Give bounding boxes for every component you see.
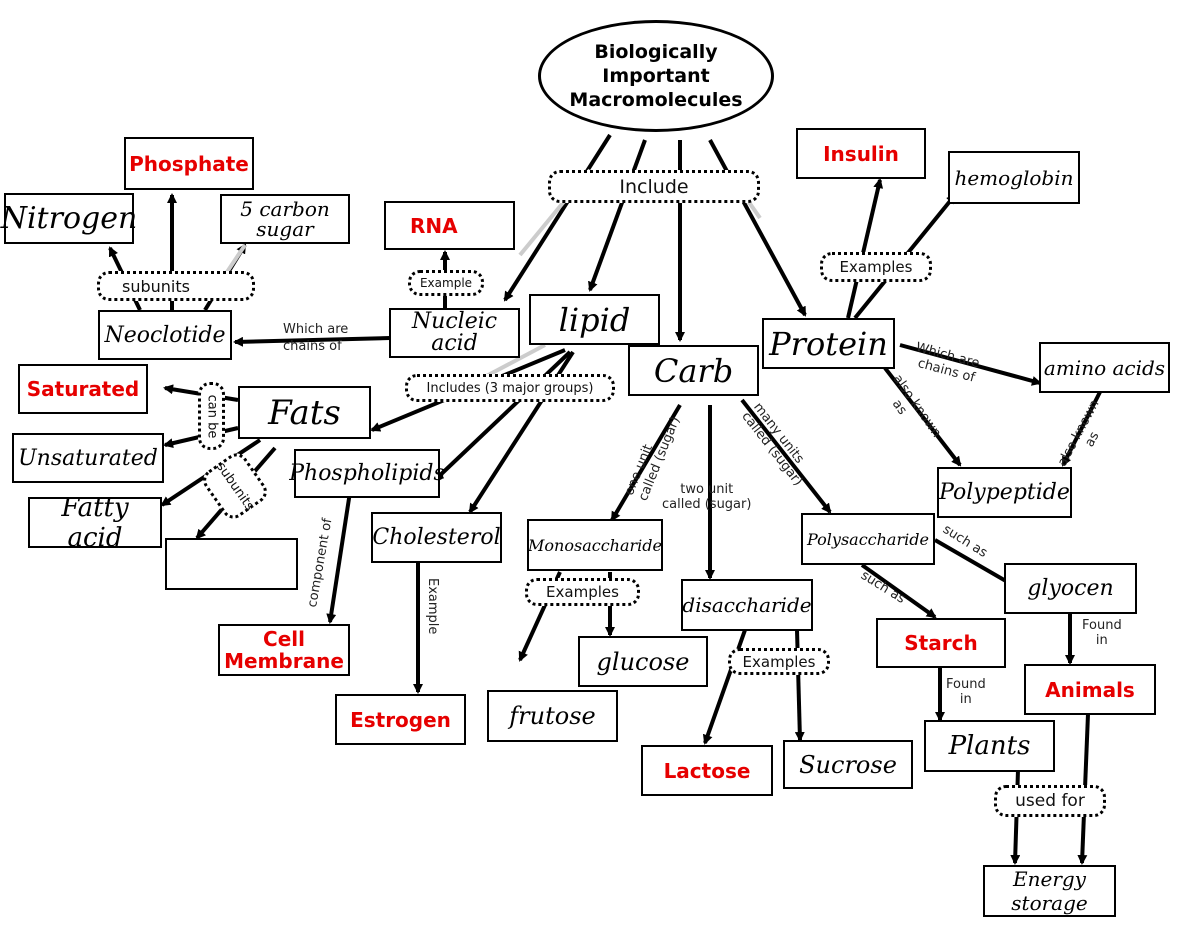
- node-nitrogen: Nitrogen: [1, 193, 137, 244]
- arrow-phospholipids-membrane: [326, 491, 352, 624]
- arrow-nucleic-nucleotide: [233, 336, 391, 347]
- arrow-protein-amino: [899, 343, 1042, 386]
- node-phospholipids: Phospholipids: [289, 449, 445, 498]
- pill-example-rna: Example: [408, 270, 484, 296]
- label-found-in-1-a: Found: [946, 677, 986, 692]
- label-two-unit-b: called (sugar): [662, 497, 752, 512]
- pill-subunits: subunits: [97, 271, 255, 301]
- node-hemoglobin: hemoglobin: [948, 151, 1080, 204]
- node-glucose: glucose: [578, 636, 708, 687]
- node-polypeptide: Polypeptide: [937, 467, 1072, 518]
- node-five-carbon-sugar: 5 carbon sugar: [220, 194, 350, 244]
- node-lactose: Lactose: [641, 745, 773, 796]
- node-insulin: Insulin: [796, 128, 926, 179]
- pill-include: Include: [548, 170, 760, 203]
- node-cell-membrane: Cell Membrane: [218, 624, 350, 676]
- node-nucleic-acid: Nucleic acid: [389, 308, 520, 358]
- arrow-title-nucleic: [503, 133, 612, 302]
- pill-examples-mono: Examples: [525, 578, 640, 606]
- can-be-text: can be: [204, 394, 219, 438]
- node-monosaccharide: Monosaccharide: [527, 519, 663, 571]
- subunits-fats-text: subunits: [213, 459, 257, 513]
- label-found-in-2-b: in: [1095, 633, 1108, 648]
- node-fatty-acid: Fatty acid: [28, 493, 162, 553]
- node-empty: [165, 538, 298, 590]
- label-chains-of-1: chains of: [283, 339, 342, 354]
- arrow-lipid-phospholipids: [433, 350, 572, 482]
- node-rna: RNA: [384, 201, 515, 250]
- pill-used-for: used for: [994, 785, 1106, 817]
- node-disaccharide: disaccharide: [681, 579, 813, 631]
- title-line-1: Biologically: [594, 41, 718, 63]
- node-protein: Protein: [762, 318, 895, 369]
- label-which-are-1: Which are: [283, 322, 349, 337]
- arrow-protein-polypeptide: [883, 366, 962, 467]
- node-starch: Starch: [876, 618, 1006, 668]
- arrow-di-lactose: [702, 629, 747, 745]
- arrow-title-lipid: [588, 139, 647, 292]
- node-plants: Plants: [924, 720, 1055, 772]
- arrow-protein-insulin: [846, 178, 884, 319]
- node-cholesterol: Cholesterol: [371, 512, 502, 563]
- label-two-unit: two unit called (sugar): [662, 482, 751, 512]
- label-example-cholesterol: Example: [425, 578, 440, 635]
- cell-membrane-line2: Membrane: [224, 649, 344, 673]
- arrow-di-sucrose: [794, 629, 805, 742]
- arrow-poly-starch: [860, 563, 937, 619]
- node-nucleotide: Neoclotide: [98, 310, 232, 360]
- pill-examples-protein: Examples: [820, 252, 932, 282]
- node-energy-storage: Energy storage: [983, 865, 1116, 917]
- label-found-in-2-a: Found: [1082, 618, 1122, 633]
- node-estrogen: Estrogen: [335, 694, 466, 745]
- node-amino-acids: amino acids: [1039, 342, 1170, 393]
- node-sucrose: Sucrose: [783, 740, 913, 789]
- arrow-carb-mono: [610, 403, 682, 522]
- pill-can-be: can be: [198, 382, 225, 450]
- label-found-in-1: Found in: [946, 677, 986, 707]
- arrow-carb-poly: [740, 398, 832, 514]
- node-phosphate: Phosphate: [124, 137, 254, 190]
- node-fructose: frutose: [487, 690, 618, 742]
- node-lipid: lipid: [529, 294, 660, 345]
- node-unsaturated: Unsaturated: [12, 433, 164, 483]
- node-polysaccharide: Polysaccharide: [801, 513, 935, 565]
- arrow-title-protein: [708, 139, 807, 317]
- node-carb: Carb: [628, 345, 759, 396]
- label-two-unit-a: two unit: [680, 482, 734, 497]
- title-line-3: Macromolecules: [569, 89, 743, 111]
- label-found-in-1-b: in: [959, 692, 972, 707]
- label-found-in-2: Found in: [1082, 618, 1122, 648]
- title-line-2: Important: [602, 65, 710, 87]
- cell-membrane-line1: Cell: [263, 627, 305, 651]
- pill-examples-di: Examples: [728, 648, 830, 675]
- node-saturated: Saturated: [18, 364, 148, 414]
- arrow-amino-polypeptide: [1061, 391, 1102, 467]
- node-glycogen: glyocen: [1004, 563, 1137, 614]
- node-fats: Fats: [238, 386, 371, 439]
- title-oval: Biologically Important Macromolecules: [538, 20, 774, 132]
- pill-includes-lipid: Includes (3 major groups): [405, 374, 615, 402]
- node-animals: Animals: [1024, 664, 1156, 715]
